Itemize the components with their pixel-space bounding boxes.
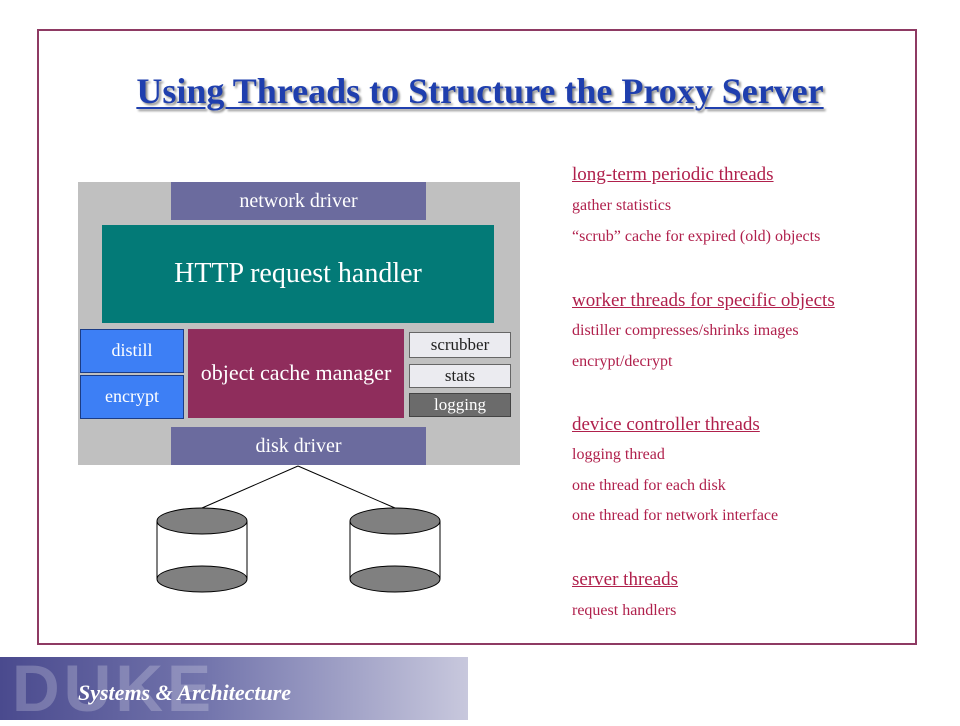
note-heading-worker: worker threads for specific objects — [572, 290, 835, 311]
note-item: one thread for each disk — [572, 477, 726, 494]
disk-icon-right — [349, 507, 441, 593]
slide-frame — [37, 29, 917, 645]
logging-box: logging — [409, 393, 511, 417]
slide-title: Using Threads to Structure the Proxy Ser… — [136, 71, 824, 111]
footer-band — [0, 657, 468, 720]
disk-driver-box: disk driver — [171, 427, 426, 465]
note-item: gather statistics — [572, 197, 672, 214]
note-heading-device: device controller threads — [572, 414, 760, 435]
note-item: “scrub” cache for expired (old) objects — [572, 228, 821, 245]
distill-box: distill — [80, 329, 184, 373]
note-item: one thread for network interface — [572, 507, 779, 524]
connector-line-right — [297, 465, 396, 509]
object-cache-manager-box: object cache manager — [188, 329, 404, 418]
stats-box: stats — [409, 364, 511, 388]
note-item: logging thread — [572, 446, 665, 463]
scrubber-box: scrubber — [409, 332, 511, 358]
encrypt-box: encrypt — [80, 375, 184, 419]
duke-logo: DUKE — [12, 651, 216, 725]
note-item: request handlers — [572, 602, 677, 619]
note-heading-server: server threads — [572, 569, 679, 590]
http-request-handler-box: HTTP request handler — [102, 225, 494, 323]
disk-icon-left — [156, 507, 248, 593]
note-item: encrypt/decrypt — [572, 353, 673, 370]
connector-line-left — [201, 465, 299, 509]
footer-subtitle: Systems & Architecture — [78, 680, 292, 705]
network-driver-box: network driver — [171, 182, 426, 220]
note-item: distiller compresses/shrinks images — [572, 322, 799, 339]
note-heading-long-term: long-term periodic threads — [572, 164, 774, 185]
